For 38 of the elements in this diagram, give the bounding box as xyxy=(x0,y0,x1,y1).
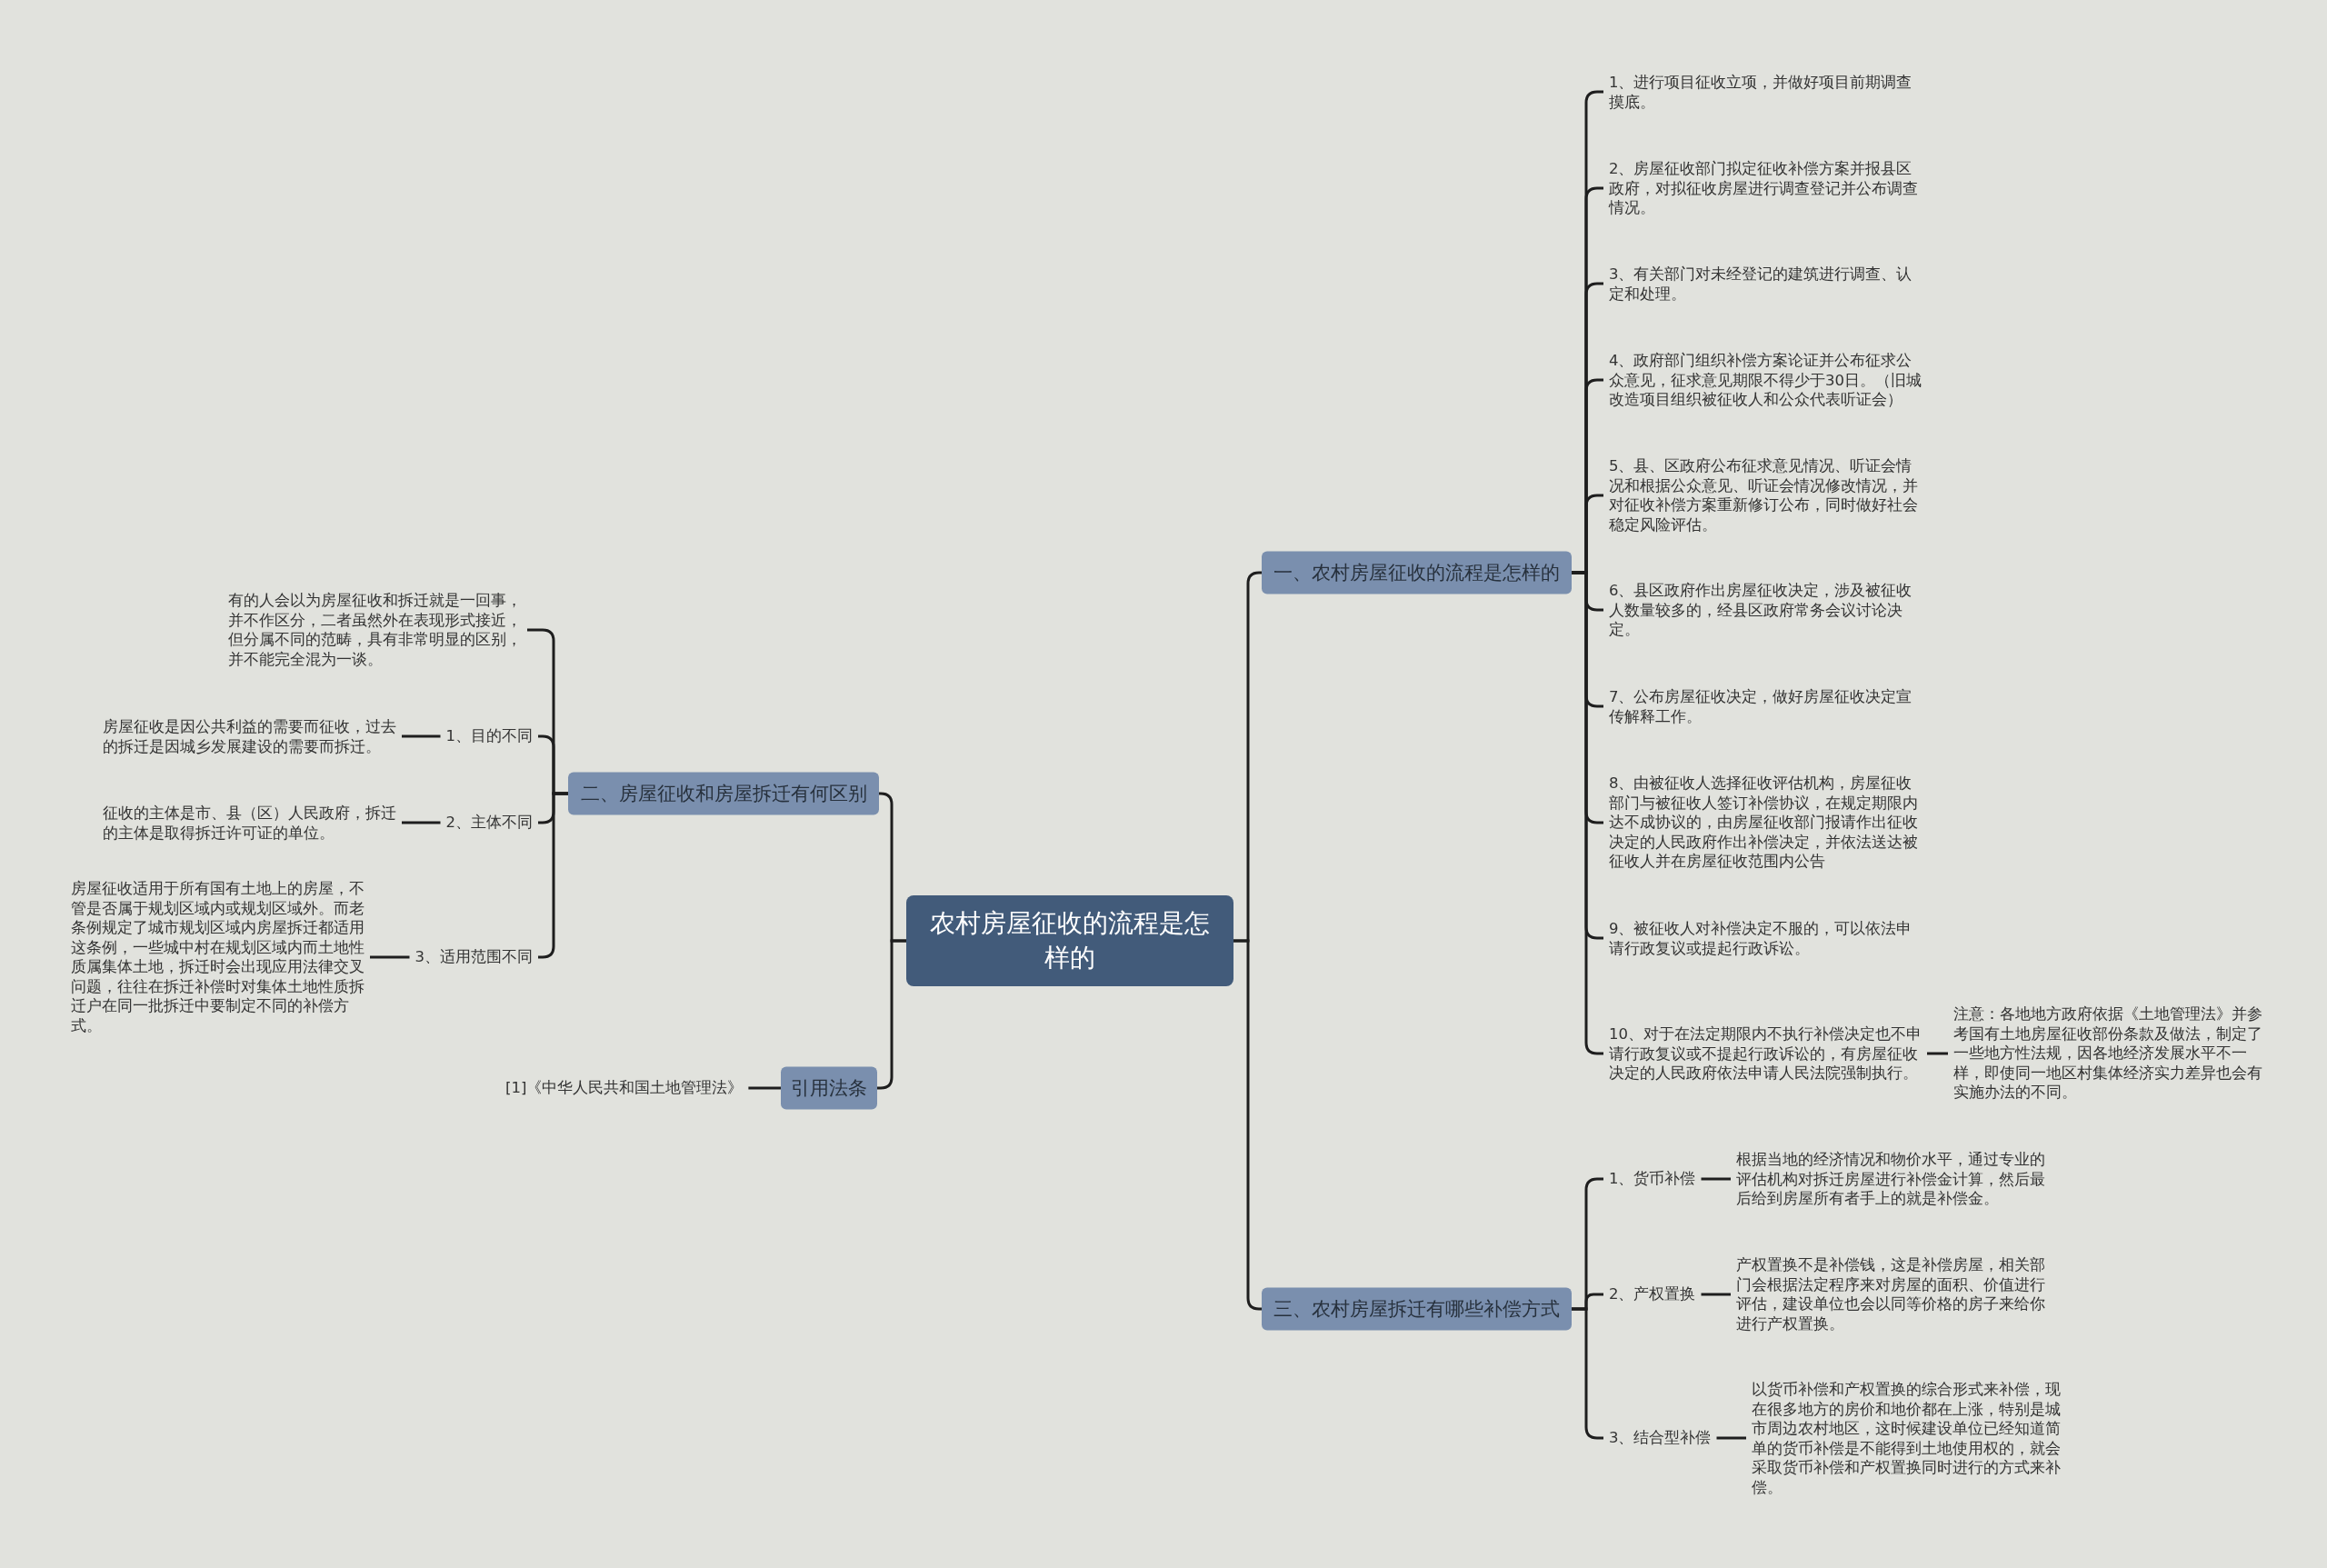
topic-text: 3、结合型补偿 xyxy=(1609,1428,1718,1448)
connector-line xyxy=(370,955,410,959)
branch-topic-box: 一、农村房屋征收的流程是怎样的 xyxy=(1262,551,1572,594)
topic-text: 房屋征收是因公共利益的需要而征收，过去的拆迁是因城乡发展建设的需要而拆迁。 xyxy=(103,716,407,756)
topic-text: 有的人会以为房屋征收和拆迁就是一回事，并不作区分，二者虽然外在表现形式接近，但分属不同的范畴，具有非常明显的区别，并不能完全混为一谈。 xyxy=(228,591,533,669)
branch-topic-box: 引用法条 xyxy=(781,1066,877,1110)
topic-text: [1]《中华人民共和国土地管理法》 xyxy=(505,1078,740,1098)
connector-line xyxy=(748,1086,781,1090)
connector-line xyxy=(402,734,441,738)
topic-text: 7、公布房屋征收决定，做好房屋征收决定宣传解释工作。 xyxy=(1609,686,1923,726)
topic-text: 4、政府部门组织补偿方案论证并公布征求公众意见，征求意见期限不得少于30日。（旧城改造项目组织被征收人和公众代表听证会） xyxy=(1609,350,1923,410)
topic-text: 产权置换不是补偿钱，这是补偿房屋，相关部门会根据法定程序来对房屋的面积、价值进行评估，建设单位也会以同等价格的房子来给你进行产权置换。 xyxy=(1736,1255,2050,1333)
topic-text: 3、有关部门对未经登记的建筑进行调查、认定和处理。 xyxy=(1609,264,1923,304)
topic-text: 房屋征收适用于所有国有土地上的房屋，不管是否属于规划区域内或规划区域外。而老条例规定了城市规划区域内房屋拆迁都适用这条例，一些城中村在规划区域内而土地性质属集体土地，拆迁时会出现应用法律交叉问题，往往在拆迁补偿时对集体土地性质拆迁户在同一批拆迁中要制定不同的补偿方式。 xyxy=(71,879,376,1035)
topic-text: 1、目的不同 xyxy=(442,726,533,746)
topic-text: 2、房屋征收部门拟定征收补偿方案并报县区政府，对拟征收房屋进行调查登记并公布调查情况。 xyxy=(1609,158,1923,218)
topic-text: 征收的主体是市、县（区）人民政府，拆迁的主体是取得拆迁许可证的单位。 xyxy=(103,803,407,843)
topic-text: 2、产权置换 xyxy=(1609,1284,1700,1304)
topic-text: 6、县区政府作出房屋征收决定，涉及被征收人数量较多的，经县区政府常务会议讨论决定。 xyxy=(1609,580,1923,640)
connector-line xyxy=(402,821,441,824)
topic-text: 10、对于在法定期限内不执行补偿决定也不申请行政复议或不提起行政诉讼的，有房屋征收决定的人民政府依法申请人民法院强制执行。 xyxy=(1609,1024,1923,1084)
connector-line xyxy=(1927,1052,1948,1055)
topic-text: 以货币补偿和产权置换的综合形式来补偿，现在很多地方的房价和地价都在上涨，特别是城市周边农村地区，这时候建设单位已经知道简单的货币补偿是不能得到土地使用权的，就会采取货币补偿和产权置换同时进行的方式来补偿。 xyxy=(1752,1379,2065,1497)
topic-text: 注意：各地地方政府依据《土地管理法》并参考国有土地房屋征收部份条款及做法，制定了一些地方性法规，因各地经济发展水平不一样，即使同一地区村集体经济实力差异也会有实施办法的不同。 xyxy=(1953,1004,2262,1103)
connector-line xyxy=(1701,1293,1731,1296)
topic-text: 5、县、区政府公布征求意见情况、听证会情况和根据公众意见、听证会情况修改情况，并对征收补偿方案重新修订公布，同时做好社会稳定风险评估。 xyxy=(1609,456,1923,534)
central-topic-box: 农村房屋征收的流程是怎样的 xyxy=(906,895,1233,986)
topic-text: 8、由被征收人选择征收评估机构，房屋征收部门与被征收人签订补偿协议，在规定期限内达不成协议的，由房屋征收部门报请作出征收决定的人民政府作出补偿决定，并依法送达被征收人并在房屋征收范围内公告 xyxy=(1609,774,1923,872)
topic-text: 3、适用范围不同 xyxy=(414,947,533,967)
branch-topic-box: 三、农村房屋拆迁有哪些补偿方式 xyxy=(1262,1287,1572,1331)
topic-text: 根据当地的经济情况和物价水平，通过专业的评估机构对拆迁房屋进行补偿金计算，然后最后给到房屋所有者手上的就是补偿金。 xyxy=(1736,1149,2050,1209)
topic-text: 1、进行项目征收立项，并做好项目前期调查摸底。 xyxy=(1609,72,1923,112)
connector-line xyxy=(1716,1436,1746,1440)
topic-text: 2、主体不同 xyxy=(442,813,533,833)
topic-text: 9、被征收人对补偿决定不服的，可以依法申请行政复议或提起行政诉讼。 xyxy=(1609,918,1923,958)
topic-text: 1、货币补偿 xyxy=(1609,1169,1700,1189)
connector-line xyxy=(1701,1177,1731,1181)
branch-topic-box: 二、房屋征收和房屋拆迁有何区别 xyxy=(568,772,879,815)
